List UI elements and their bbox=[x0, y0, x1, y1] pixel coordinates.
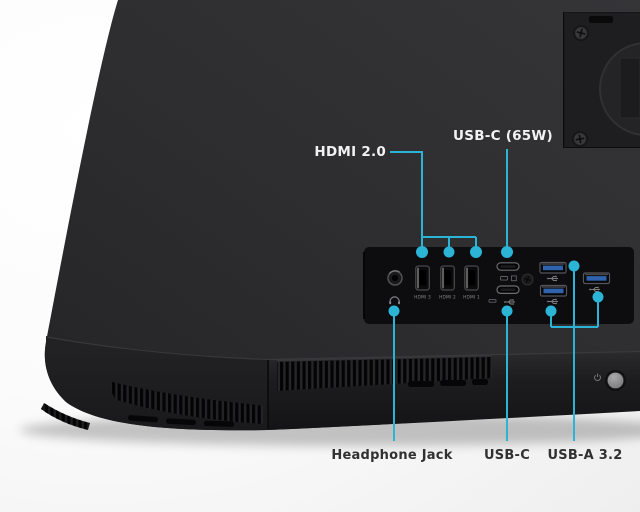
vent-grille-corner bbox=[41, 403, 90, 430]
callout-label-usb-c-65w: USB-C (65W) bbox=[453, 128, 553, 144]
hdmi-port-group: HDMI 3 HDMI 2 HDMI 1 bbox=[414, 265, 480, 301]
usb-trident-icon bbox=[547, 275, 558, 282]
callout-dot-usb-c-65w bbox=[501, 246, 513, 258]
screw-icon bbox=[521, 273, 534, 286]
usb-a-port-2 bbox=[539, 284, 568, 297]
usb-a-port-1 bbox=[539, 261, 567, 274]
usb-c-port-top bbox=[496, 262, 520, 271]
callout-dots bbox=[388, 246, 604, 317]
hdmi-silkscreen-label: HDMI 1 bbox=[463, 295, 480, 301]
hdmi-port-1 bbox=[415, 265, 430, 291]
callout-dot-usb-a-3 bbox=[592, 291, 604, 303]
callout-dot-hdmi-3 bbox=[470, 246, 482, 258]
callout-dot-hdmi-2 bbox=[443, 246, 455, 258]
crease-highlight bbox=[46, 336, 640, 361]
callout-label-headphone-jack: Headphone Jack bbox=[331, 448, 453, 463]
hdmi-port-2 bbox=[440, 265, 455, 291]
callout-label-usb-c: USB-C bbox=[483, 448, 530, 463]
usb-c-port-bottom bbox=[496, 285, 520, 295]
callout-label-hdmi: HDMI 2.0 bbox=[314, 144, 386, 160]
vent-grille-bar bbox=[276, 354, 493, 391]
power-button bbox=[605, 370, 626, 391]
power-icon bbox=[594, 373, 601, 381]
callout-label-usb-a: USB-A 3.2 bbox=[547, 448, 623, 463]
usb-c-power-mark bbox=[488, 299, 497, 303]
usb-a-port-3 bbox=[582, 272, 611, 285]
usb-c-silkscreen bbox=[500, 275, 517, 282]
screw-icon bbox=[572, 131, 588, 147]
hdmi-silkscreen-label: HDMI 3 bbox=[414, 295, 431, 301]
callout-dot-usb-a-1 bbox=[568, 260, 580, 272]
stand-mount-notch bbox=[619, 57, 640, 119]
callout-lines bbox=[390, 149, 599, 441]
hdmi-port-3 bbox=[464, 265, 479, 291]
callout-dot-usb-c bbox=[501, 305, 513, 317]
port-panel-recess bbox=[364, 247, 634, 324]
headphone-icon bbox=[389, 296, 400, 305]
vent-grille-wedge bbox=[111, 382, 263, 427]
callout-line-hdmi bbox=[390, 151, 477, 252]
screw-icon bbox=[573, 25, 589, 41]
callout-dot-hdmi-1 bbox=[416, 246, 428, 258]
callout-line-usb-a bbox=[550, 269, 599, 441]
callout-dot-usb-a-2 bbox=[545, 305, 557, 317]
vesa-slot bbox=[589, 16, 613, 23]
hdmi-silkscreen-label: HDMI 2 bbox=[439, 295, 456, 301]
callout-dot-headphone bbox=[388, 305, 400, 317]
headphone-jack-port bbox=[387, 270, 403, 286]
